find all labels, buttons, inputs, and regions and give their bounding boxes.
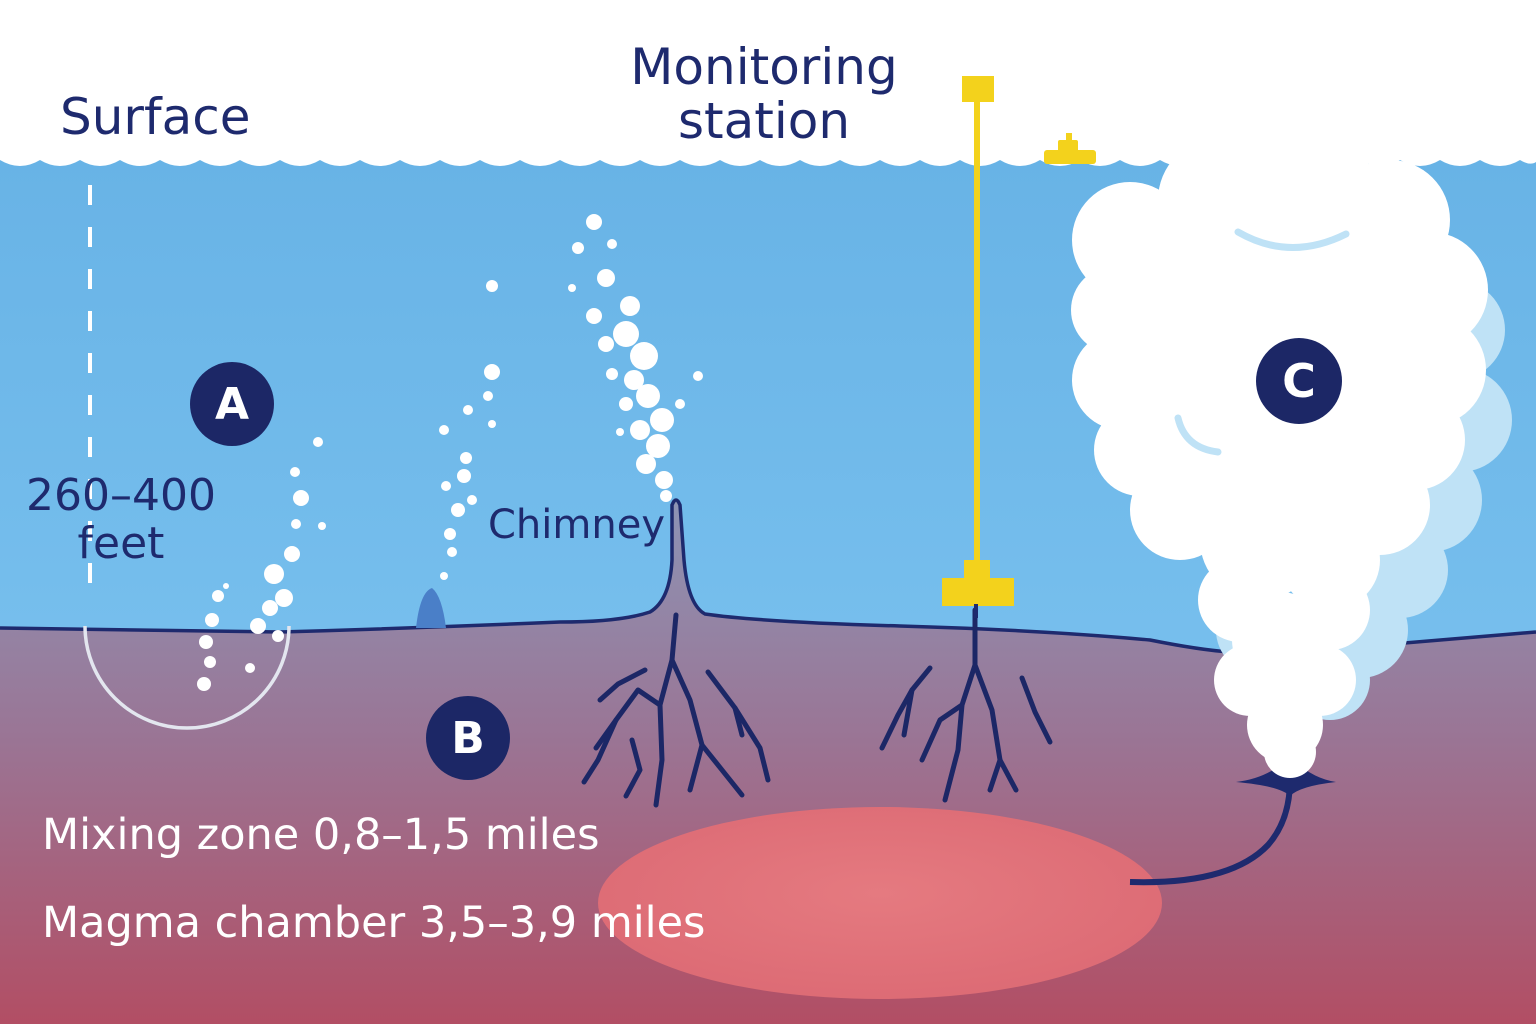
marker-c: C [1256,338,1342,424]
depth-label-line1: 260–400 [26,470,216,521]
boat-icon [1044,133,1096,164]
station-top-cap [962,76,994,102]
station-joint [964,560,990,580]
bubbles-mid [439,280,500,580]
station-pole [974,100,980,570]
monitoring-station-label-line1: Monitoring [630,38,898,96]
chimney-label: Chimney [488,502,665,548]
magma-chamber [598,807,1162,999]
depth-label-line2: feet [77,517,165,569]
monitoring-station [942,76,1014,618]
plume-c-curls [1174,228,1350,456]
magma-conduit [1129,779,1293,886]
seep-cone [416,588,446,628]
magma-chamber-label: Magma chamber 3,5–3,9 miles [42,898,706,948]
marker-a: A [190,362,274,446]
chimney-plume-bubbles [568,214,703,502]
monitoring-station-label: Monitoring station [618,40,910,148]
bubbles-zone-a [197,437,326,691]
surface-label: Surface [60,88,251,146]
chimney-fissures [581,612,771,808]
zone-a-arc [83,625,291,730]
station-anchor [974,604,978,618]
monitoring-station-label-line2: station [677,92,851,150]
station-base [942,578,1014,606]
station-fissures [879,607,1053,803]
depth-label: 260–400 feet [18,472,224,567]
marker-b: B [426,696,510,780]
mixing-zone-label: Mixing zone 0,8–1,5 miles [42,810,600,860]
